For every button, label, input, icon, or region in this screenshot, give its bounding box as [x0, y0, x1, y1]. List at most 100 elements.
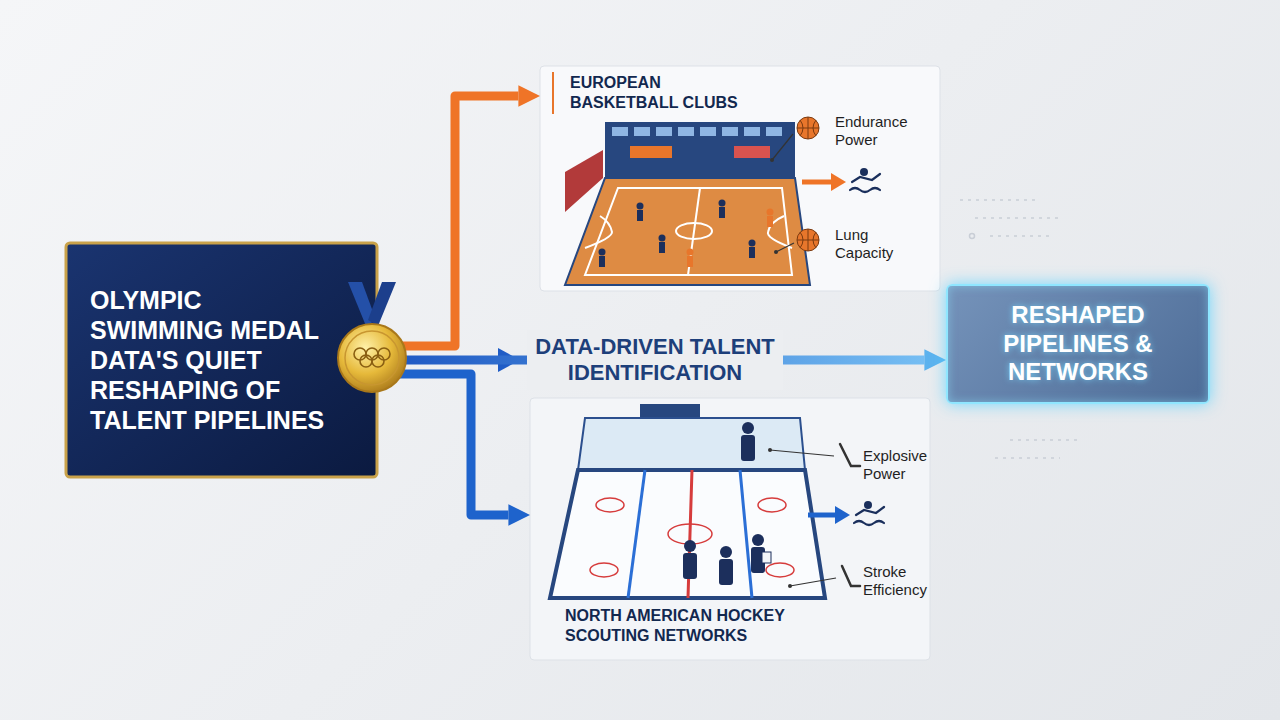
callout-text: Endurance Power	[835, 113, 927, 149]
basketball-icon	[797, 117, 819, 139]
leader-lines	[776, 243, 794, 252]
arena-windows	[656, 127, 672, 136]
players	[637, 210, 643, 221]
medal-icon	[338, 324, 406, 392]
rink-glass	[578, 418, 805, 470]
flow-arrow	[377, 96, 518, 346]
faceoff-circles	[596, 498, 624, 512]
arena-windows	[678, 127, 694, 136]
scouts	[741, 435, 755, 461]
title-box-fill	[66, 243, 377, 477]
hockey-stick-icon	[840, 444, 860, 466]
basketball-icon	[797, 117, 819, 139]
arena-windows	[612, 127, 782, 136]
rink-ice	[550, 470, 825, 598]
swimmer-icon	[854, 501, 884, 525]
hockey-stick-icon	[842, 566, 860, 586]
faceoff-circles	[758, 498, 786, 512]
leader-lines	[770, 450, 836, 586]
swimmer-icon	[850, 188, 880, 192]
players	[659, 242, 665, 253]
players	[599, 256, 605, 267]
leader-dot	[788, 584, 792, 588]
hockey-stick-icon	[842, 566, 860, 586]
leader-lines	[772, 134, 793, 160]
leader-lines	[770, 450, 834, 456]
small-arrow	[802, 180, 832, 185]
edge-label: DATA-DRIVEN TALENT IDENTIFICATION	[527, 330, 783, 391]
leader-dot	[770, 158, 774, 162]
swimmer-icon	[854, 521, 884, 525]
arena-banner	[630, 146, 672, 158]
faceoff-circles	[590, 563, 618, 577]
node-text: EUROPEAN BASKETBALL CLUBS	[570, 73, 760, 113]
clipboard	[762, 552, 771, 563]
medal-icon	[345, 331, 399, 385]
basketball-icon	[797, 229, 819, 251]
scouts	[684, 540, 696, 552]
panel-ground	[540, 66, 940, 291]
scouts	[720, 546, 732, 558]
node-text: RESHAPED PIPELINES & NETWORKS	[964, 301, 1192, 387]
node-text: NORTH AMERICAN HOCKEY SCOUTING NETWORKS	[565, 606, 815, 646]
court-lines	[585, 216, 612, 248]
players	[687, 209, 774, 268]
small-arrow	[831, 173, 846, 191]
leader-dot	[768, 448, 772, 452]
basketball-icon	[797, 117, 819, 139]
swimmer-icon	[850, 168, 880, 192]
players	[687, 249, 694, 256]
node-text: OLYMPIC SWIMMING MEDAL DATA'S QUIET RESH…	[90, 285, 338, 435]
callout-text: Stroke Efficiency	[863, 563, 943, 599]
court-lines	[688, 188, 700, 275]
decor-lines	[990, 235, 1050, 237]
callout-text: Lung Capacity	[835, 226, 917, 262]
small-arrow	[808, 506, 850, 524]
small-arrow	[802, 173, 846, 191]
arena-windows	[722, 127, 738, 136]
players	[687, 256, 693, 267]
basketball-illustration	[540, 66, 940, 291]
scouts	[683, 422, 765, 585]
title-box: OLYMPIC SWIMMING MEDAL DATA'S QUIET RESH…	[66, 243, 377, 477]
arena-wall	[605, 122, 795, 178]
decor-lines	[1010, 439, 1080, 441]
swimmer-icon	[864, 501, 872, 509]
scouts	[742, 422, 754, 434]
panel-ground	[530, 398, 930, 660]
arena-windows	[700, 127, 716, 136]
decor-lines	[960, 200, 1080, 458]
players	[767, 209, 774, 216]
leader-lines	[772, 134, 794, 252]
basketball-panel: EUROPEAN BASKETBALL CLUBS	[540, 66, 940, 291]
court-lines	[585, 188, 792, 275]
medal-icon	[338, 282, 406, 392]
players	[767, 216, 773, 227]
decor-lines	[970, 234, 975, 239]
hockey-stick-icon	[840, 444, 860, 466]
players	[599, 200, 756, 268]
heading-bar	[552, 72, 554, 114]
players	[719, 200, 726, 207]
players	[719, 207, 725, 218]
small-arrow	[808, 513, 836, 518]
court-lines	[768, 216, 792, 248]
callout-text: Explosive Power	[863, 447, 943, 483]
basketball-icon	[797, 229, 819, 251]
medal-icon	[360, 355, 372, 367]
basketball-icon	[797, 229, 819, 251]
small-arrow	[835, 506, 850, 524]
hockey-illustration	[530, 398, 930, 660]
players	[749, 247, 755, 258]
leader-lines	[790, 578, 836, 586]
arena-windows	[612, 127, 628, 136]
scouts	[683, 553, 697, 579]
swimmer-icon	[852, 174, 880, 182]
decor-lines	[995, 457, 1060, 459]
medal-icon	[368, 282, 396, 326]
court-lines	[676, 223, 712, 239]
